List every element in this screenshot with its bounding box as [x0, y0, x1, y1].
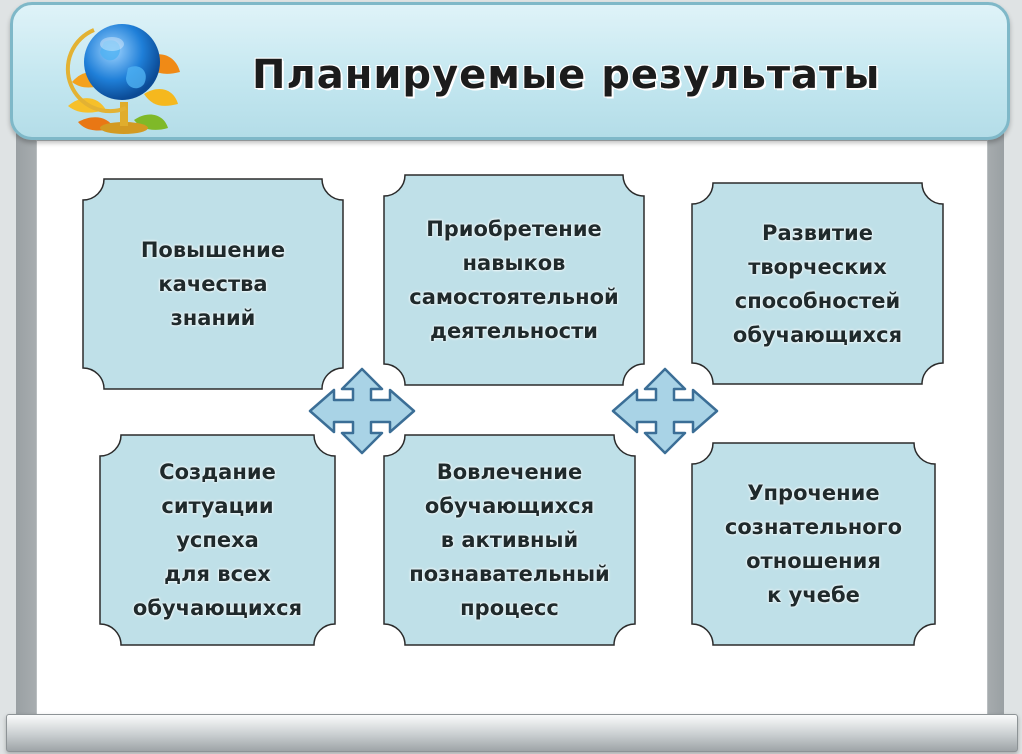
card-line: обучающихся [732, 322, 903, 347]
four-way-arrow-icon [611, 367, 719, 455]
card-line: навыков [462, 251, 566, 275]
card-text: Развитие творческих способностей обучающ… [691, 182, 944, 385]
globe-with-autumn-leaves-icon [65, 24, 180, 134]
card-text: Приобретение навыков самостоятельной дея… [383, 174, 645, 386]
result-card-4: Создание ситуации успеха для всех обучаю… [99, 434, 336, 646]
card-shape [383, 174, 645, 386]
card-shape [691, 442, 936, 646]
card-text: Повышение качества знаний [82, 178, 344, 390]
card-shape [99, 434, 336, 646]
card-line: для всех [164, 562, 271, 586]
board-tray [6, 714, 1018, 752]
page-title: Планируемые результаты [252, 52, 881, 98]
card-shape [82, 178, 344, 390]
result-card-1: Повышение качества знаний [82, 178, 344, 390]
card-line: Развитие [762, 220, 873, 245]
card-line: обучающихся [132, 596, 303, 620]
card-line: ситуации [161, 494, 274, 518]
card-line: Упрочение [747, 481, 880, 505]
four-way-arrow-icon [308, 367, 416, 455]
card-line: деятельности [429, 319, 599, 343]
card-line: самостоятельной [409, 285, 619, 309]
card-text: Создание ситуации успеха для всех обучаю… [99, 434, 336, 646]
card-line: в активный [440, 528, 579, 552]
result-card-3: Развитие творческих способностей обучающ… [691, 182, 944, 385]
card-line: сознательного [724, 515, 903, 539]
card-line: отношения [746, 549, 881, 573]
card-shape [691, 182, 944, 385]
card-shape [383, 434, 636, 646]
card-line: Приобретение [426, 217, 602, 241]
card-line: творческих [748, 254, 887, 279]
card-line: познавательный [409, 562, 610, 586]
card-line: успеха [176, 528, 259, 552]
card-line: знаний [170, 306, 256, 330]
card-text: Вовлечение обучающихся в активный познав… [383, 434, 636, 646]
result-card-2: Приобретение навыков самостоятельной дея… [383, 174, 645, 386]
result-card-6: Упрочение сознательного отношения к учеб… [691, 442, 936, 646]
card-line: качества [158, 272, 268, 296]
card-line: Создание [159, 460, 276, 484]
card-line: к учебе [767, 583, 860, 607]
card-line: обучающихся [424, 494, 595, 518]
card-line: способностей [734, 288, 901, 313]
card-text: Упрочение сознательного отношения к учеб… [691, 442, 936, 646]
card-line: Повышение [140, 238, 286, 262]
result-card-5: Вовлечение обучающихся в активный познав… [383, 434, 636, 646]
card-line: процесс [460, 596, 559, 620]
card-line: Вовлечение [436, 460, 583, 484]
